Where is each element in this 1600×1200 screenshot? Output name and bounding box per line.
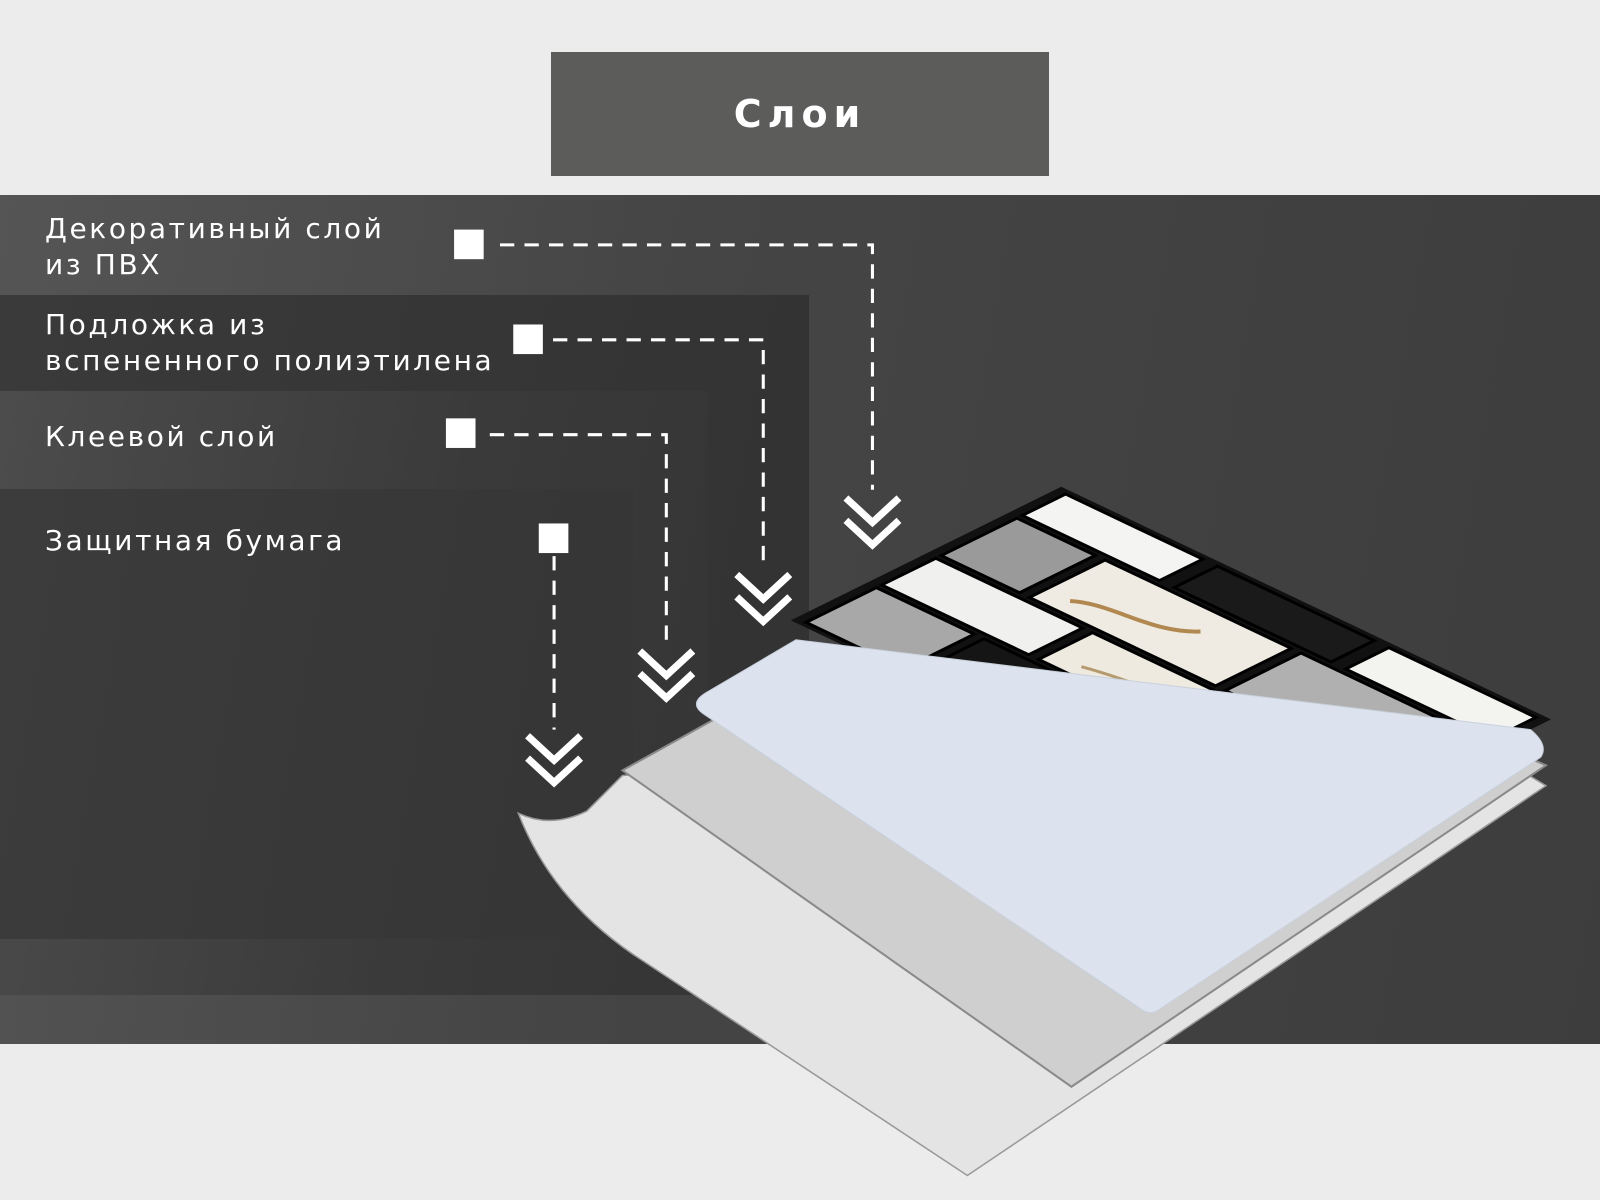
layer-label-paper: Защитная бумага: [45, 524, 346, 557]
marker-adhesive: [445, 418, 476, 448]
marker-decorative: [454, 229, 484, 260]
connector-line-adhesive: [489, 433, 668, 645]
chevron-down-icon: [846, 498, 899, 545]
chevron-down-icon: [640, 651, 693, 698]
panel-band-4: [0, 489, 633, 939]
connector-line-decorative: [499, 243, 874, 490]
marker-paper: [538, 523, 569, 554]
layer-label-adhesive: Клеевой слой: [45, 420, 278, 453]
marker-foam: [513, 324, 543, 355]
chevron-down-icon: [737, 574, 790, 621]
title-banner: Слои: [551, 52, 1049, 176]
title: Слои: [733, 92, 867, 136]
chevron-down-icon: [528, 736, 581, 783]
foam-underlay-sheet: [695, 639, 1544, 1014]
connector-line-foam: [553, 338, 765, 568]
